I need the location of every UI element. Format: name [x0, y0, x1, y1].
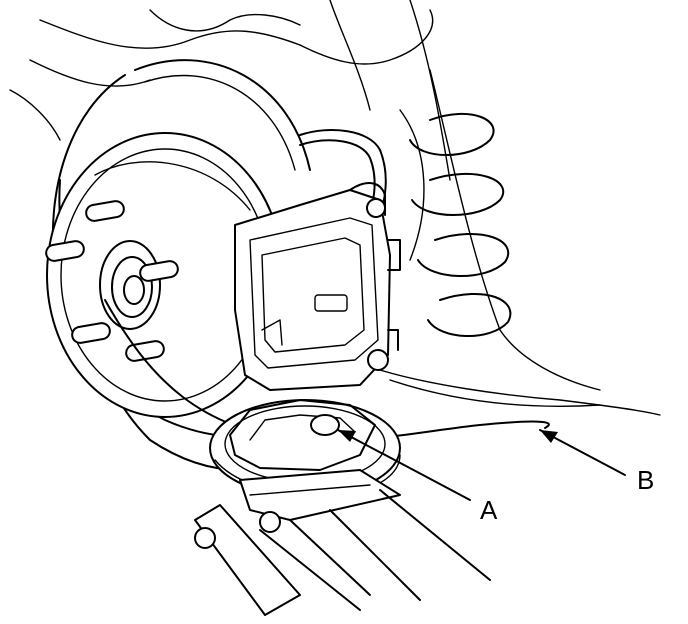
lug-stud: [85, 200, 125, 222]
lug-studs: [45, 200, 179, 362]
callout-label-a: A: [480, 495, 498, 525]
lug-stud: [45, 240, 85, 262]
lug-stud: [139, 260, 179, 282]
lug-stud: [71, 322, 111, 344]
callout-a-line: [337, 429, 471, 501]
callout-label-b: B: [637, 465, 655, 495]
callout-b-line: [539, 429, 626, 476]
floor-jack: [194, 469, 491, 616]
coil-spring: [399, 109, 512, 338]
brake-caliper: [234, 182, 401, 391]
vehicle-body-lines: [9, 0, 661, 416]
